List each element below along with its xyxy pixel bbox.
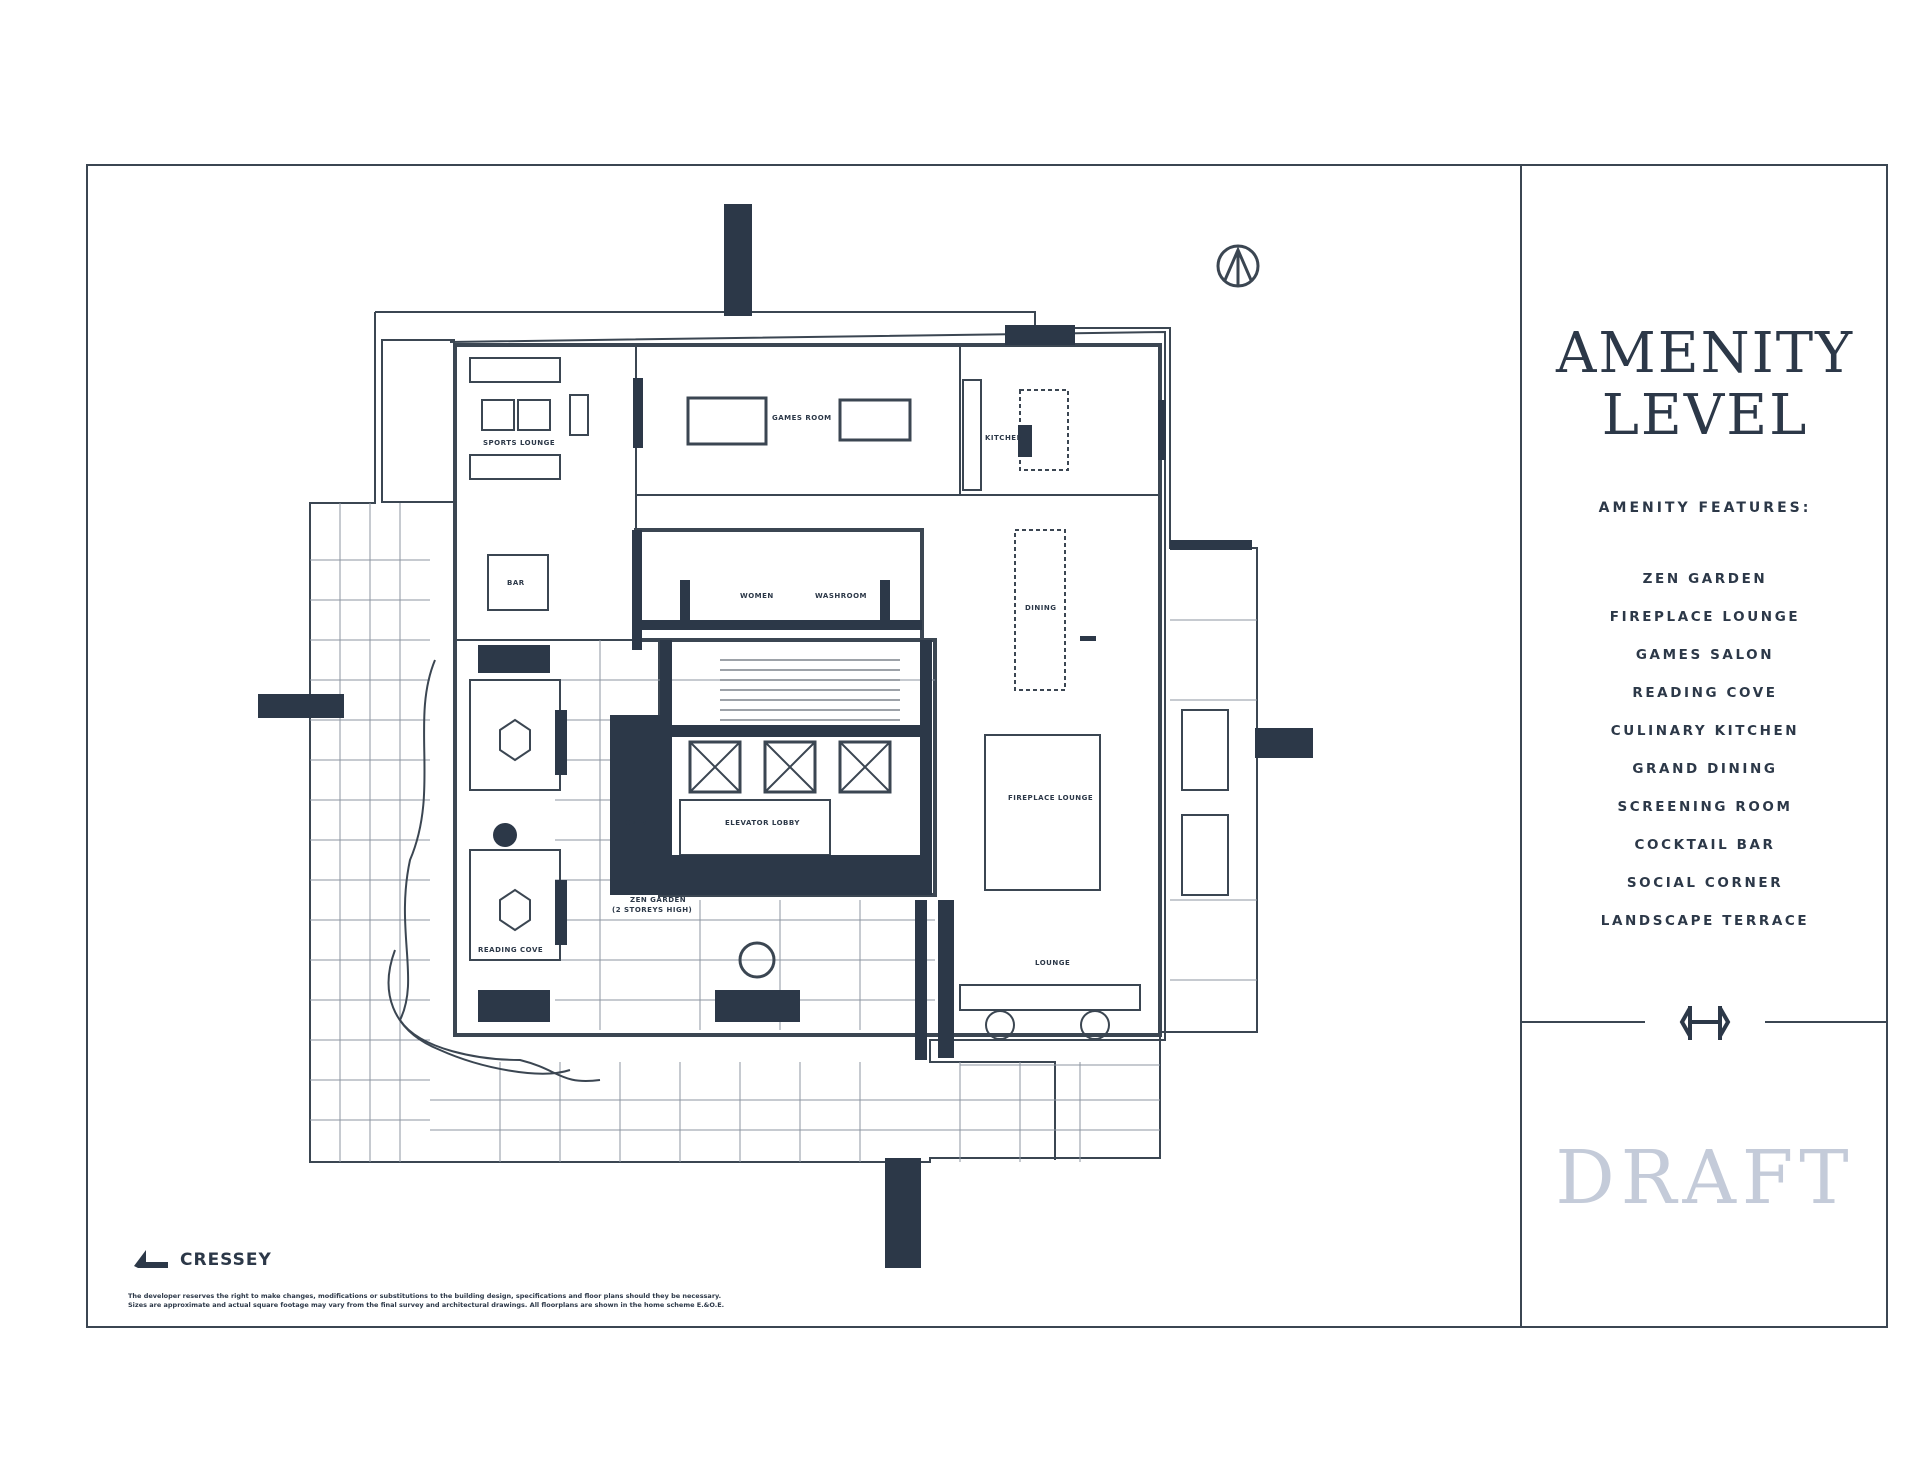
core-wall: [660, 640, 672, 895]
feature-item: ZEN GARDEN: [1642, 571, 1768, 587]
elevator: [763, 740, 817, 794]
armchair: [517, 399, 551, 431]
round-table: [985, 1010, 1015, 1040]
wall-solid: [632, 530, 642, 650]
structural-block: [1005, 325, 1075, 345]
building-envelope: [449, 330, 1166, 1160]
label-lounge: LOUNGE: [1035, 959, 1070, 967]
ottoman: [569, 394, 589, 436]
hex-table: [499, 888, 531, 932]
structural-block: [1255, 728, 1313, 758]
ping-pong-table: [838, 398, 912, 442]
pool-table: [686, 396, 768, 446]
brand-name: CRESSEY: [180, 1250, 272, 1270]
label-storage: STORAGE: [614, 819, 655, 827]
structural-block: [258, 694, 344, 718]
features-list: ZEN GARDEN FIREPLACE LOUNGE GAMES SALON …: [1524, 560, 1886, 940]
interior-envelope: [453, 343, 1162, 1037]
label-fireplace-lounge: FIREPLACE LOUNGE: [1008, 794, 1093, 802]
wall-solid: [880, 580, 890, 630]
partition: [915, 900, 927, 1060]
draft-stamp: DRAFT: [1555, 1135, 1855, 1221]
elevator-cross: [689, 741, 891, 793]
feature-item: SCREENING ROOM: [1617, 799, 1793, 815]
planter-curve: [398, 659, 601, 1082]
bar-table: [487, 554, 549, 611]
label-zen-garden: ZEN GARDEN: [630, 896, 686, 904]
kitchen-counter: [962, 379, 982, 491]
sofa: [469, 357, 561, 383]
dining-table-2: [1181, 709, 1229, 791]
cressey-logo-icon: [134, 1250, 168, 1268]
core-wall: [660, 855, 932, 895]
kitchen-island: [1019, 389, 1069, 471]
label-sports-lounge: SPORTS LOUNGE: [483, 439, 555, 447]
label-zen-garden-sub: (2 STOREYS HIGH): [612, 906, 692, 914]
fireplace: [1018, 425, 1032, 457]
feature-item: GRAND DINING: [1632, 761, 1778, 777]
panel-divider: [1520, 164, 1522, 1328]
title-line-1: AMENITY: [1555, 321, 1855, 386]
wall-solid: [632, 620, 922, 630]
disclaimer-line: Sizes are approximate and actual square …: [128, 1301, 725, 1309]
armchair: [481, 399, 515, 431]
title-line-2: LEVEL: [1601, 383, 1809, 448]
fireplace-lounge-sofa: [984, 734, 1101, 891]
partition: [555, 880, 567, 945]
core-wall: [920, 640, 932, 895]
wall-solid: [938, 900, 954, 1058]
feature-item: COCKTAIL BAR: [1634, 837, 1776, 853]
north-arrow-icon: [1223, 246, 1253, 285]
elevator: [688, 740, 742, 794]
planter-curve: [387, 949, 571, 1075]
feature-item: LANDSCAPE TERRACE: [1600, 913, 1810, 929]
tv-screen: [633, 378, 643, 448]
feature-item: SOCIAL CORNER: [1626, 875, 1784, 891]
fountain: [738, 941, 776, 979]
feature-item: GAMES SALON: [1635, 647, 1775, 663]
feature-item: READING COVE: [1632, 685, 1778, 701]
core-wall: [672, 725, 920, 737]
label-kitchen: KITCHEN: [985, 434, 1023, 442]
feature-item: FIREPLACE LOUNGE: [1609, 609, 1801, 625]
lounge-sofa: [959, 984, 1141, 1011]
label-dining: DINING: [1025, 604, 1056, 612]
planter-block: [715, 990, 800, 1022]
tv-screen: [1158, 400, 1166, 460]
circular-feature: [493, 823, 517, 847]
features-heading: AMENITY FEATURES:: [1598, 500, 1812, 516]
monogram-icon: [1679, 1006, 1731, 1040]
disclaimer-line: The developer reserves the right to make…: [128, 1292, 722, 1300]
label-games-room: GAMES ROOM: [772, 414, 832, 422]
label-bar: BAR: [507, 579, 525, 587]
structural-block: [724, 204, 752, 316]
partition: [555, 710, 567, 775]
planter-block: [478, 645, 550, 673]
label-reading-cove: READING COVE: [478, 946, 543, 954]
sofa: [469, 454, 561, 480]
structural-block: [885, 1158, 921, 1268]
label-wc-left: WOMEN: [740, 592, 774, 600]
sheet-frame: [86, 164, 1888, 1328]
label-wc-right: WASHROOM: [815, 592, 867, 600]
core-wall: [610, 715, 660, 895]
wall-solid: [680, 580, 690, 630]
feature-item: CULINARY KITCHEN: [1610, 723, 1800, 739]
label-elevator-lobby: ELEVATOR LOBBY: [725, 819, 800, 827]
disclaimer: The developer reserves the right to make…: [128, 1292, 748, 1310]
elevator: [838, 740, 892, 794]
wall-solid: [1170, 540, 1252, 550]
dining-table: [1014, 529, 1066, 691]
hex-table: [499, 718, 531, 762]
planter-block: [478, 990, 550, 1022]
dining-table-3: [1181, 814, 1229, 896]
wall-solid: [1080, 636, 1096, 641]
north-arrow-icon: [1216, 244, 1260, 288]
round-table: [1080, 1010, 1110, 1040]
